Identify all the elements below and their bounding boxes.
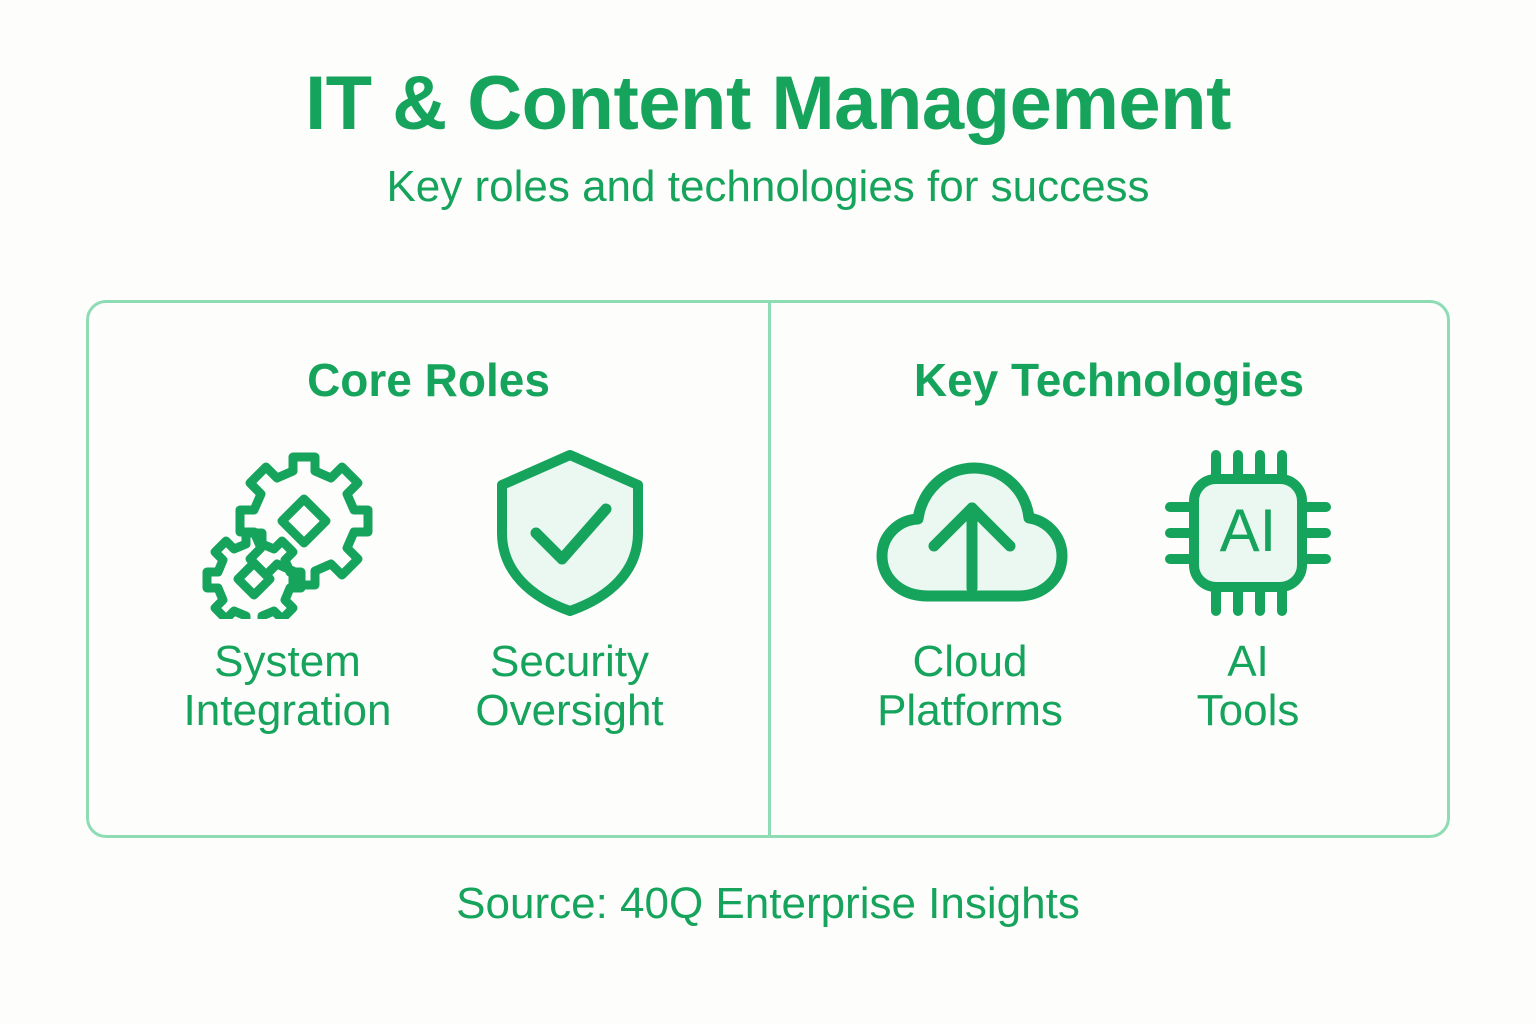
item-system-integration[interactable]: System Integration: [170, 447, 406, 736]
item-label-security-oversight: Security Oversight: [475, 637, 664, 736]
gears-icon-box: [198, 447, 378, 619]
item-label-ai-tools: AI Tools: [1196, 637, 1300, 736]
header: IT & Content Management Key roles and te…: [0, 61, 1536, 211]
panel-title-key-technologies: Key Technologies: [913, 354, 1305, 406]
page-title: IT & Content Management: [305, 61, 1231, 146]
item-ai-tools[interactable]: AI AI Tools: [1130, 447, 1366, 736]
cloud-upload-icon-box: [872, 447, 1068, 619]
source-attribution: Source: 40Q Enterprise Insights: [456, 879, 1080, 928]
panel-key-technologies: Key Technologies Cloud Platforms: [768, 303, 1447, 835]
item-label-system-integration: System Integration: [183, 637, 392, 736]
ai-chip-icon: AI: [1165, 450, 1331, 616]
cloud-upload-icon: [876, 462, 1068, 602]
items-key-technologies: Cloud Platforms: [771, 447, 1447, 736]
ai-chip-icon-box: AI: [1164, 447, 1332, 619]
items-core-roles: System Integration Security Oversight: [89, 447, 768, 736]
shield-check-icon: [496, 450, 643, 616]
ai-chip-label: AI: [1220, 497, 1277, 564]
item-cloud-platforms[interactable]: Cloud Platforms: [852, 447, 1088, 736]
gears-icon: [202, 452, 372, 619]
item-label-cloud-platforms: Cloud Platforms: [877, 637, 1063, 736]
shield-check-icon-box: [492, 447, 648, 619]
page-subtitle: Key roles and technologies for success: [386, 161, 1150, 211]
item-security-oversight[interactable]: Security Oversight: [452, 447, 688, 736]
panel-title-core-roles: Core Roles: [307, 354, 550, 406]
content-card: Core Roles: [86, 300, 1450, 838]
panel-core-roles: Core Roles: [89, 303, 768, 835]
